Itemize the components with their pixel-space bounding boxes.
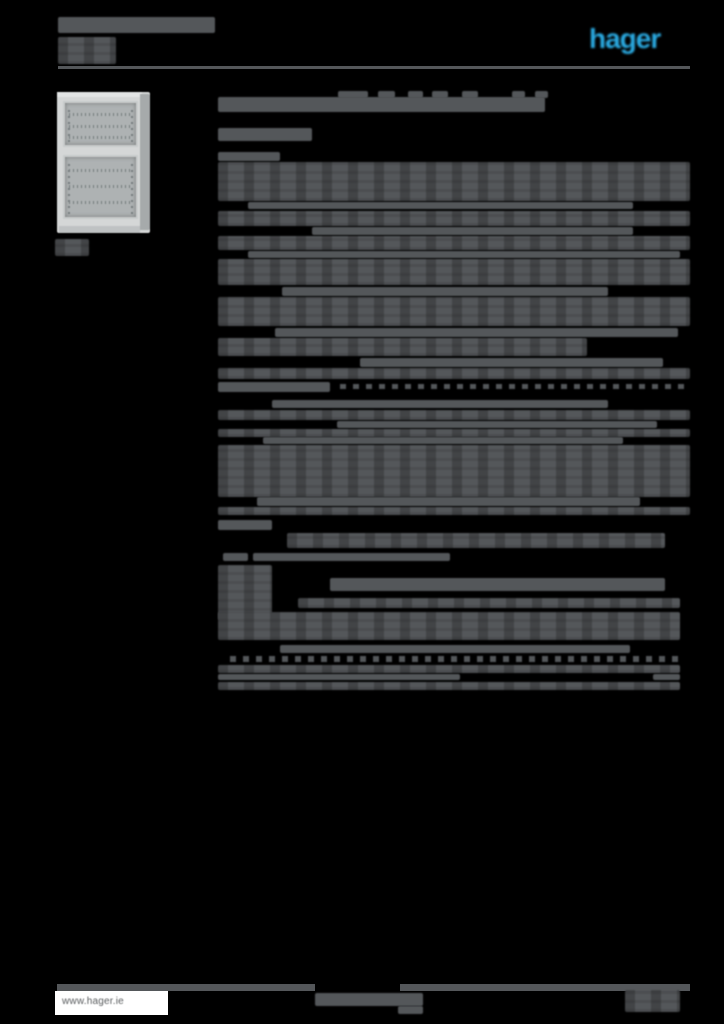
terminal-row (69, 125, 132, 128)
website-link[interactable]: www.hager.ie (62, 996, 124, 1007)
row-block (218, 612, 680, 640)
title-ascender (462, 91, 478, 98)
din-perforation-right (131, 106, 133, 142)
photo-base (59, 226, 140, 233)
row-label (218, 382, 330, 392)
row-value (272, 400, 608, 408)
doc-subtitle-box (58, 37, 116, 64)
row-value (223, 553, 248, 561)
row-value (218, 674, 460, 680)
row-label (218, 152, 280, 161)
title-ascender (512, 91, 525, 98)
row-value (360, 358, 663, 367)
title-ascender (338, 91, 368, 98)
terminal-row (69, 169, 132, 172)
row-value (263, 437, 623, 444)
row-block (218, 297, 690, 326)
hager-logo: hager (589, 22, 689, 58)
footer-rule (400, 984, 690, 991)
row-block (218, 211, 690, 226)
row-block (218, 368, 690, 379)
photo-side-shadow (140, 94, 150, 230)
header-rule (58, 66, 690, 69)
enclosure-upper-row (63, 101, 138, 147)
row-label-block (218, 565, 272, 620)
product-photo (57, 92, 150, 233)
din-perforation-right (131, 160, 133, 214)
terminal-row (69, 185, 132, 188)
footer-center-text (398, 1006, 423, 1014)
row-value (248, 251, 680, 258)
row-block (218, 338, 587, 356)
row-block (218, 682, 680, 690)
row-block (218, 507, 690, 515)
section-header-bar (218, 128, 312, 141)
row-block (218, 236, 690, 250)
row-value (275, 328, 678, 337)
row-block (218, 162, 690, 201)
title-ascender (378, 91, 395, 98)
row-value (653, 674, 680, 680)
din-perforation-left (68, 106, 70, 142)
row-value (257, 497, 640, 506)
doc-title-line (58, 17, 215, 33)
photo-top-highlight (57, 92, 142, 97)
row-value (337, 421, 657, 428)
row-dots (230, 656, 680, 662)
row-value (287, 533, 665, 548)
row-block (218, 259, 690, 285)
row-value (282, 287, 608, 296)
enclosure-lower-row (63, 155, 138, 219)
row-block (218, 445, 690, 497)
terminal-row (69, 136, 132, 139)
terminal-row (69, 113, 132, 116)
row-value (248, 202, 633, 209)
row-value (280, 645, 630, 653)
photo-caption-bar (55, 239, 89, 256)
row-value (253, 553, 450, 561)
row-dots (340, 384, 690, 389)
row-value (330, 578, 665, 591)
row-block (218, 429, 690, 437)
title-ascender (408, 91, 423, 98)
title-ascender (432, 91, 448, 98)
footer-url-box: www.hager.ie (55, 991, 168, 1015)
footer-center-text (315, 993, 423, 1006)
row-block (218, 410, 690, 420)
footer-page-block (625, 990, 680, 1012)
row-block (218, 665, 680, 673)
product-title-bar (218, 97, 545, 112)
terminal-row (69, 201, 132, 204)
row-block (298, 598, 680, 608)
title-ascender (535, 91, 548, 98)
hager-logo-text: hager (589, 23, 661, 54)
row-label (218, 520, 272, 530)
footer-rule (57, 984, 315, 991)
row-value (312, 227, 633, 235)
